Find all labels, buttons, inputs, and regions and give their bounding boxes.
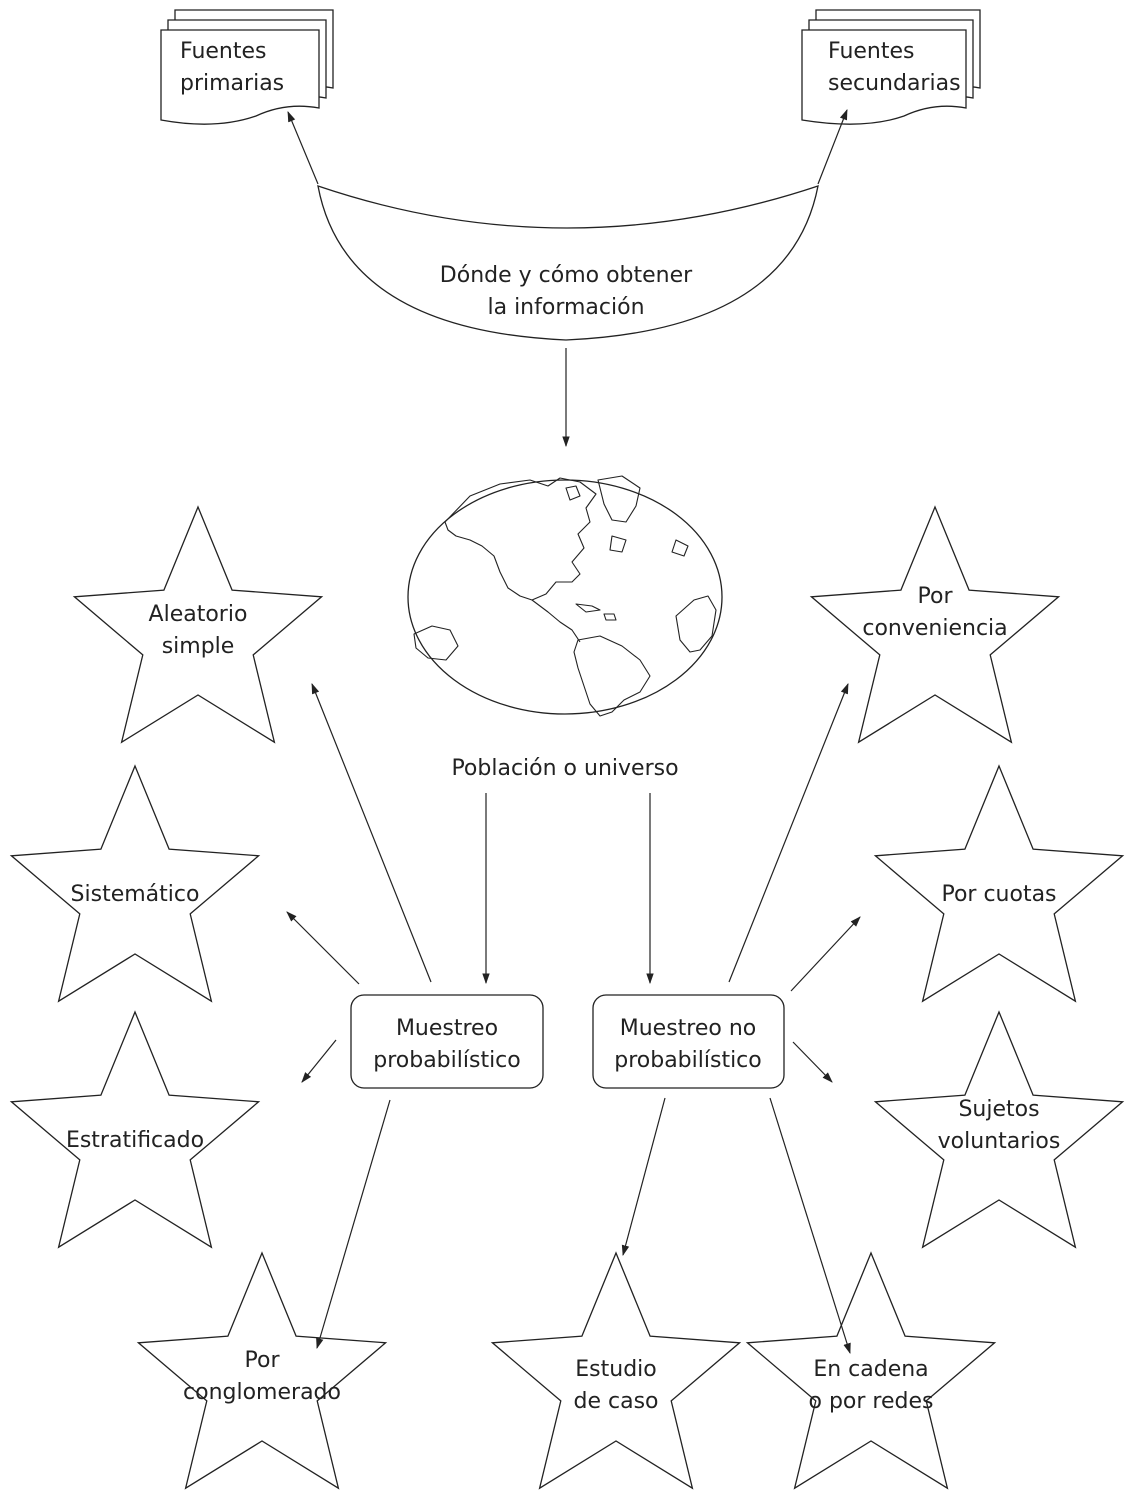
- non-probabilistic-sampling-node: Muestreo no probabilístico: [592, 994, 785, 1089]
- connector-arrows: [286, 108, 861, 1355]
- primary-sources-node: Fuentes primarias: [160, 9, 334, 125]
- where-how-line-2: la información: [487, 295, 644, 320]
- arrow-to-snowball: [769, 1097, 851, 1355]
- probabilistic-sampling-node: Muestreo probabilístico: [350, 994, 544, 1089]
- stratified-star: Estratificado: [9, 1010, 261, 1249]
- secondary-sources-line-1: Fuentes: [828, 39, 915, 64]
- volunteers-line-2: voluntarios: [938, 1129, 1061, 1154]
- globe-icon: [407, 475, 723, 717]
- where-how-node: Dónde y cómo obtener la información: [317, 185, 819, 341]
- non-probabilistic-line-1: Muestreo no: [620, 1016, 757, 1041]
- arrow-to-systematic: [286, 911, 360, 985]
- primary-sources-line-2: primarias: [180, 71, 284, 96]
- arrow-to-quota: [790, 916, 861, 992]
- simple-random-line-2: simple: [162, 634, 235, 659]
- case-study-line-2: de caso: [574, 1389, 659, 1414]
- where-how-line-1: Dónde y cómo obtener: [440, 263, 693, 288]
- arrow-to-simple-random: [311, 682, 432, 983]
- systematic-star: Sistemático: [9, 764, 261, 1003]
- secondary-sources-node: Fuentes secundarias: [801, 9, 981, 125]
- arrow-to-case-study: [621, 1097, 666, 1257]
- primary-sources-line-1: Fuentes: [180, 39, 267, 64]
- convenience-star: Por conveniencia: [809, 505, 1061, 744]
- snowball-line-1: En cadena: [813, 1357, 928, 1382]
- convenience-line-1: Por: [918, 584, 954, 609]
- stratified-line-1: Estratificado: [66, 1128, 204, 1153]
- case-study-star: Estudio de caso: [490, 1251, 742, 1490]
- sampling-type-stars: Aleatorio simple Sistemático Estratifica…: [9, 505, 1125, 1490]
- simple-random-line-1: Aleatorio: [149, 602, 248, 627]
- quota-star: Por cuotas: [873, 764, 1125, 1003]
- cluster-line-1: Por: [245, 1348, 281, 1373]
- probabilistic-line-1: Muestreo: [396, 1016, 498, 1041]
- population-label: Población o universo: [451, 756, 678, 781]
- arrow-to-secondary-sources: [817, 108, 848, 185]
- secondary-sources-line-2: secundarias: [828, 71, 961, 96]
- systematic-line-1: Sistemático: [71, 882, 200, 907]
- document-stack-icon: [160, 9, 334, 125]
- volunteers-line-1: Sujetos: [958, 1097, 1039, 1122]
- quota-line-1: Por cuotas: [941, 882, 1056, 907]
- snowball-line-2: o por redes: [809, 1389, 934, 1414]
- case-study-line-1: Estudio: [575, 1357, 656, 1382]
- arrow-to-cluster: [316, 1099, 391, 1350]
- bowl-shape: [317, 185, 819, 341]
- cluster-line-2: conglomerado: [183, 1380, 341, 1405]
- cluster-star: Por conglomerado: [136, 1251, 388, 1490]
- arrow-to-volunteers: [792, 1041, 833, 1083]
- volunteers-star: Sujetos voluntarios: [873, 1010, 1125, 1249]
- arrow-to-stratified: [301, 1039, 337, 1083]
- non-probabilistic-line-2: probabilístico: [614, 1048, 762, 1073]
- convenience-line-2: conveniencia: [862, 616, 1007, 641]
- arrow-to-primary-sources: [287, 111, 319, 185]
- arrow-to-convenience: [728, 682, 849, 983]
- document-stack-icon: [801, 9, 981, 125]
- probabilistic-line-2: probabilístico: [373, 1048, 521, 1073]
- simple-random-star: Aleatorio simple: [72, 505, 324, 744]
- snowball-star: En cadena o por redes: [745, 1251, 997, 1490]
